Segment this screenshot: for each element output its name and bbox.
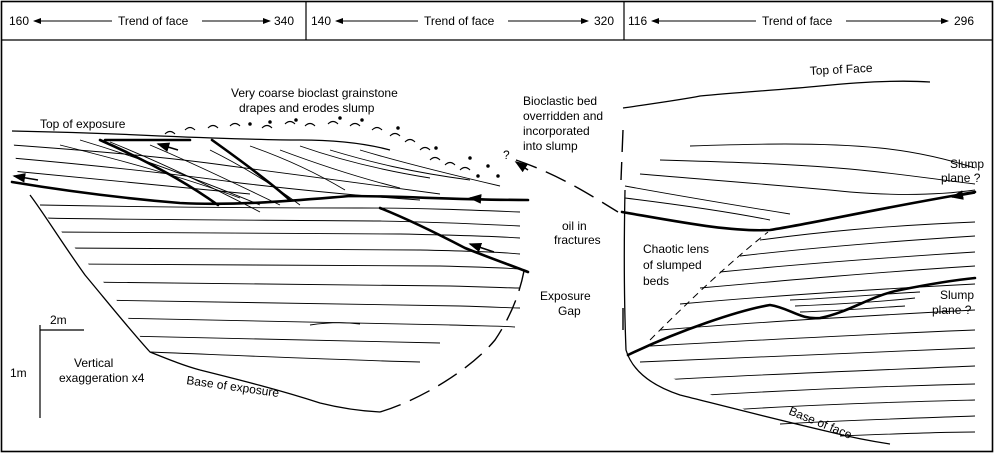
- trend-bar-3-left: 116: [628, 14, 647, 28]
- gap-edge-top: [621, 130, 623, 180]
- bioclastic-line-2: overridden and: [523, 109, 603, 123]
- trend-bar-2-right: 320: [594, 14, 614, 28]
- gap-line-2: Gap: [558, 304, 581, 318]
- scale-vertical-label: 1m: [10, 366, 27, 380]
- chaotic-line-3: beds: [643, 274, 669, 288]
- trend-bar-1-left: 160: [9, 14, 29, 28]
- trend-bar-2-label: Trend of face: [424, 14, 495, 28]
- oil-line-2: fractures: [554, 233, 601, 247]
- slump-2-line-1: Slump: [940, 288, 974, 302]
- trend-bar-3: 116 Trend of face 296: [628, 14, 974, 28]
- top-of-face-line: [623, 81, 930, 108]
- question-mark: ?: [503, 148, 510, 162]
- top-of-face-label: Top of Face: [809, 61, 873, 78]
- trend-bar-1-right: 340: [274, 14, 294, 28]
- bioclastic-line-3: incorporated: [523, 124, 590, 138]
- fault-3: [380, 208, 528, 272]
- scale-horizontal-label: 2m: [50, 313, 67, 327]
- base-of-exposure-label: Base of exposure: [186, 373, 281, 400]
- coarse-line-2: drapes and erodes slump: [239, 101, 375, 115]
- slump-1-line-2: plane ?: [941, 171, 981, 185]
- trend-bar-1: 160 Trend of face 340: [9, 14, 294, 28]
- dashed-base-continuation: [380, 260, 526, 412]
- slump-1-line-1: Slump: [950, 157, 984, 171]
- trend-bar-2-left: 140: [311, 14, 331, 28]
- bioclastic-bed-trace: [516, 160, 618, 212]
- bioclastic-line-4: into slump: [523, 139, 578, 153]
- vertical-exaggeration-line-1: Vertical: [74, 356, 113, 370]
- trend-bar-1-label: Trend of face: [118, 14, 189, 28]
- chaotic-line-1: Chaotic lens: [643, 242, 709, 256]
- slump-2-line-2: plane ?: [932, 303, 972, 317]
- vertical-exaggeration-line-2: exaggeration x4: [59, 371, 145, 385]
- annotations: Very coarse bioclast grainstone drapes a…: [40, 61, 984, 442]
- trend-bar-3-label: Trend of face: [762, 14, 833, 28]
- slump-plane-lower-right: [628, 278, 975, 355]
- coarse-line-1: Very coarse bioclast grainstone: [231, 86, 398, 100]
- top-of-exposure-label: Top of exposure: [40, 117, 126, 131]
- right-bedding: [625, 144, 975, 436]
- left-bedding: [12, 140, 520, 362]
- bioclastic-line-1: Bioclastic bed: [523, 94, 597, 108]
- trend-bar-3-right: 296: [954, 14, 974, 28]
- chaotic-line-2: of slumped: [643, 258, 702, 272]
- oil-line-1: oil in: [562, 219, 587, 233]
- scale-bar: 2m 1m: [10, 313, 84, 418]
- gap-line-1: Exposure: [540, 289, 591, 303]
- trend-bar-2: 140 Trend of face 320: [311, 14, 614, 28]
